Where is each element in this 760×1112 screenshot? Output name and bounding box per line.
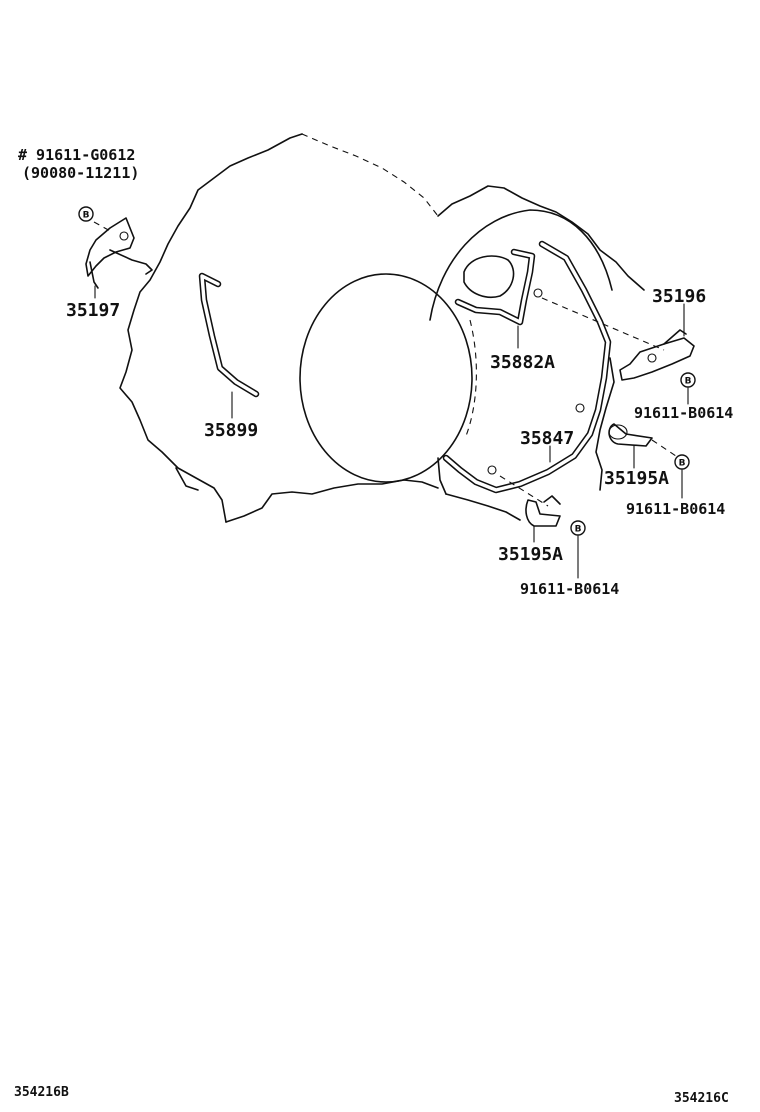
dash-35196	[541, 297, 665, 351]
bell-flange-lower	[437, 457, 447, 495]
bracket-35197	[85, 217, 135, 277]
figure-code-left: 354216B	[14, 1085, 69, 1100]
label-bolt-b0614-c: 91611-B0614	[520, 580, 619, 598]
bolt-marker-top: B	[78, 206, 94, 222]
label-bolt-b0614-b: 91611-B0614	[626, 500, 725, 518]
bolt-marker-bottom: B	[570, 520, 586, 536]
housing-bottom-edge	[225, 479, 439, 523]
housing-right-edge	[595, 357, 615, 491]
svg-text:B: B	[83, 211, 90, 221]
bell-flange-outer	[429, 209, 613, 321]
svg-text:B: B	[679, 459, 686, 469]
bell-opening-rim	[465, 319, 477, 437]
housing-top-right	[437, 185, 645, 291]
label-35847: 35847	[520, 428, 574, 449]
label-bolt-alt: (90080-11211)	[22, 164, 139, 182]
dash-35197	[93, 221, 113, 233]
figure-code-right: 354216C	[674, 1091, 729, 1106]
clamp-35195A-right	[608, 423, 653, 447]
housing-top-dashed	[301, 133, 439, 217]
clamp-35195A-bottom	[525, 499, 561, 527]
fitting-circle-upper	[533, 288, 543, 298]
label-35195A-right: 35195A	[604, 468, 669, 489]
housing-bottom-right-edge	[445, 493, 521, 521]
svg-text:B: B	[685, 377, 692, 387]
housing-left-detail	[175, 467, 199, 491]
fitting-circle-mid	[575, 403, 585, 413]
label-35882A: 35882A	[490, 352, 555, 373]
bolt-marker-right: B	[674, 454, 690, 470]
dash-bottom-clamp	[499, 475, 549, 507]
label-35196: 35196	[652, 286, 706, 307]
label-bolt-g0612: # 91611-G0612	[18, 146, 135, 164]
bracket-35196	[619, 337, 695, 381]
inner-boss	[463, 255, 515, 298]
housing-outline	[119, 133, 303, 523]
label-35197: 35197	[66, 300, 120, 321]
label-bolt-b0614-a: 91611-B0614	[634, 404, 733, 422]
svg-text:B: B	[575, 525, 582, 535]
bell-opening	[299, 273, 473, 483]
fitting-circle-lower	[487, 465, 497, 475]
label-35195A-bottom: 35195A	[498, 544, 563, 565]
label-35899: 35899	[204, 420, 258, 441]
bolt-marker-35196: B	[680, 372, 696, 388]
